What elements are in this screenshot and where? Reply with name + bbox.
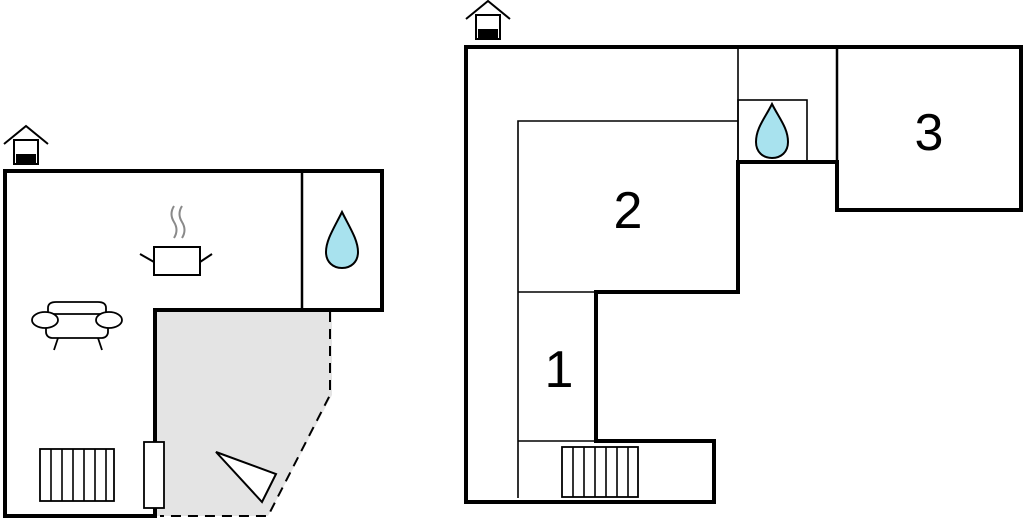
- bathroom-inner-box: [737, 99, 808, 163]
- room-2-number: 2: [614, 182, 643, 240]
- right-floor-plan: 1 2 3: [464, 0, 1023, 504]
- water-drop-icon: [754, 101, 790, 160]
- house-entrance-icon: [465, 0, 511, 40]
- water-drop-icon: [324, 209, 360, 270]
- cooking-pot-icon: [139, 205, 213, 276]
- terrace-door: [143, 441, 165, 509]
- sun-terrace-icon: [215, 451, 278, 504]
- right-plan-inner-corridor: [517, 120, 738, 498]
- house-entrance-icon: [3, 124, 49, 165]
- left-floor-plan: [3, 124, 384, 518]
- sofa-icon: [31, 301, 123, 351]
- room-1-number: 1: [545, 341, 574, 399]
- terrace-dashed-edge: [160, 312, 331, 517]
- left-plan-outer-wall: [3, 169, 384, 518]
- radiator-icon: [39, 448, 115, 502]
- room-3-number: 3: [915, 104, 944, 162]
- radiator-icon: [561, 446, 639, 498]
- terrace-area: [155, 310, 332, 516]
- right-plan-outer-wall: [464, 45, 1023, 504]
